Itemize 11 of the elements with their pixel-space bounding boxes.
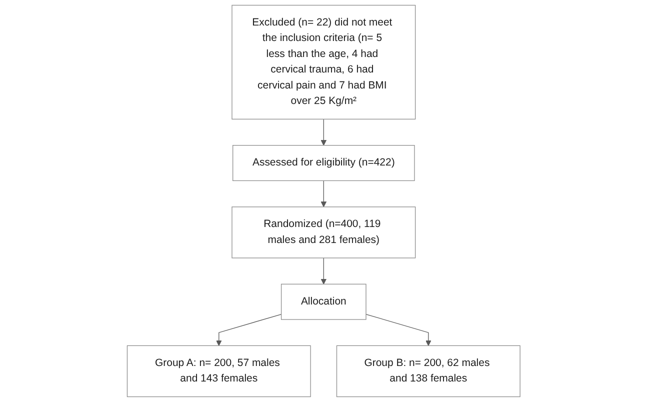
node-box: Randomized (n=400, 119 males and 281 females) <box>232 206 416 258</box>
node-box: Allocation <box>280 284 366 320</box>
node-box: Assessed for eligibility (n=422) <box>232 145 415 182</box>
node-box: Excluded (n= 22) did not meet the inclusion criteria (n= 5 less than the age, 4 had cervical trauma, 6 had cervical pain and 7 had BMI over 25 Kg/m² <box>232 4 416 120</box>
arrow <box>366 314 432 346</box>
arrow <box>320 258 326 284</box>
arrow <box>216 314 282 346</box>
arrow <box>320 180 326 208</box>
node-box: Group B: n= 200, 62 males and 138 females <box>336 345 520 398</box>
node-box: Group A: n= 200, 57 males and 143 females <box>126 345 311 398</box>
arrow <box>320 118 326 146</box>
